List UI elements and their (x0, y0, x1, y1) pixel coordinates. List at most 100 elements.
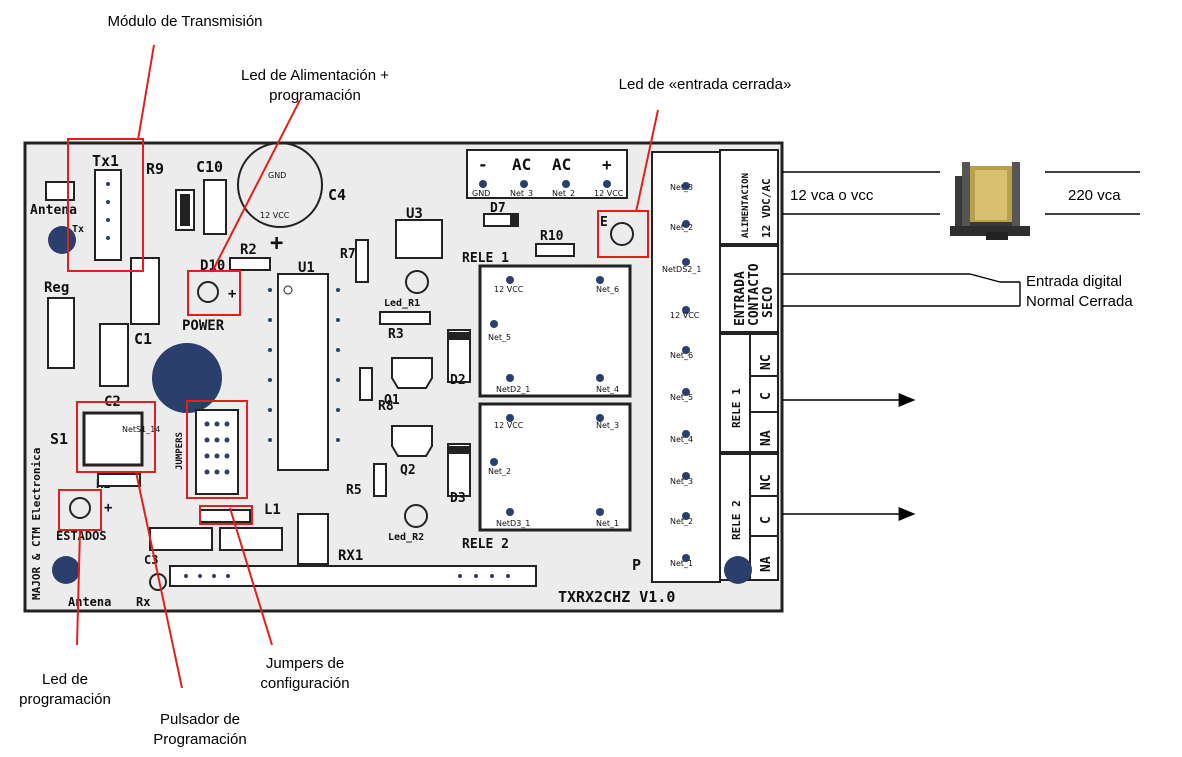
ac-connector (466, 149, 628, 199)
silkscreen-label: Led_R1 (384, 298, 420, 309)
led-r1 (405, 270, 429, 294)
silkscreen-label: AC (512, 155, 531, 174)
capacitor-c4 (237, 142, 323, 228)
silkscreen-label: 12 VCC (494, 421, 524, 430)
silkscreen-label: - (478, 155, 488, 174)
silkscreen-label: Net_6 (670, 351, 693, 360)
rx1-header (169, 565, 537, 587)
silkscreen-label: C10 (196, 158, 223, 176)
silkscreen-label: Rx (136, 595, 150, 609)
silkscreen-label: + (228, 286, 236, 302)
silkscreen-label: + (270, 231, 283, 256)
silkscreen-label: NetD3_1 (496, 519, 530, 528)
diode-d2 (447, 329, 471, 383)
silkscreen-label: Net_5 (670, 393, 693, 402)
silkscreen-label: Net_3 (670, 477, 693, 486)
led-power (197, 281, 219, 303)
silkscreen-label: Net_1 (670, 559, 693, 568)
silkscreen-label: + (602, 155, 612, 174)
silkscreen-label: Net_3 (510, 189, 533, 198)
silkscreen-label: Net_4 (596, 385, 619, 394)
label-c1: C (759, 392, 774, 400)
silkscreen-label: Net_1 (596, 519, 619, 528)
silkscreen-label: POWER (182, 318, 225, 334)
silkscreen-label: Tx (72, 224, 84, 235)
label-12vca: 12 vca o vcc (790, 187, 874, 204)
silkscreen-label: JUMPERS (175, 432, 185, 470)
silkscreen-label: Antena (68, 595, 111, 609)
silkscreen-label: Net_6 (596, 285, 619, 294)
silkscreen-label: Antena (30, 203, 77, 218)
silkscreen-label: Net_5 (488, 333, 511, 342)
silkscreen-label: R3 (388, 327, 404, 342)
label-na1: NA (759, 430, 774, 446)
relay-1 (478, 264, 632, 398)
silkscreen-label: U1 (298, 260, 315, 276)
label-c2: C (759, 516, 774, 524)
silkscreen-label: U3 (406, 206, 423, 222)
mounting-hole-1 (48, 226, 76, 254)
led-entrada (610, 222, 634, 246)
silkscreen-label: Net_3 (670, 183, 693, 192)
silkscreen-label: P (632, 556, 641, 574)
label-alimentacion: ALIMENTACION (741, 173, 751, 238)
highlight-boxes (58, 138, 649, 531)
silkscreen-label: 12 VCC (494, 285, 524, 294)
silkscreen-label: Net_2 (670, 517, 693, 526)
label-220vca: 220 vca (1068, 187, 1121, 204)
mounting-hole-3 (724, 556, 752, 584)
transistor-q2 (391, 425, 433, 457)
silkscreen-label: C4 (328, 186, 346, 204)
mounting-hole-2 (52, 556, 80, 584)
maker-label: MAJOR & CTM Electronica (30, 448, 43, 600)
silkscreen-label: Net_2 (670, 223, 693, 232)
silkscreen-label: Reg (44, 280, 69, 296)
silkscreen-label: R2 (240, 242, 257, 258)
silkscreen-label: + (104, 500, 112, 516)
callout-led-entrada: Led de «entrada cerrada» (618, 76, 792, 93)
silkscreen-label: NetD2_1 (496, 385, 530, 394)
callout-led-alim: Led de Alimentación +programación (240, 67, 390, 104)
silkscreen-label: Q2 (400, 463, 416, 478)
buzzer (152, 343, 222, 413)
silkscreen-label: GND (472, 189, 490, 198)
silkscreen-label: Net_4 (670, 435, 693, 444)
model-label: TXRX2CHZ V1.0 (558, 588, 675, 606)
u1-chip (277, 273, 329, 471)
silkscreen-label: D7 (490, 201, 506, 216)
silkscreen-label: RX1 (338, 548, 363, 564)
led-r2 (404, 504, 428, 528)
silkscreen-label: R7 (340, 247, 356, 262)
silkscreen-label: D2 (450, 373, 466, 388)
silkscreen-label: Q1 (384, 393, 400, 408)
transistor-q1 (391, 357, 433, 389)
relay-2 (478, 402, 632, 532)
silkscreen-label: D3 (450, 491, 466, 506)
label-rele2-terminal: RELE 2 (730, 500, 743, 540)
silkscreen-label: C1 (134, 330, 152, 348)
terminal-pins (682, 182, 690, 562)
silkscreen-label: RELE 2 (462, 537, 509, 552)
callout-lines (76, 44, 659, 689)
diode-d3 (447, 443, 471, 497)
silkscreen-label: L1 (264, 502, 281, 518)
silkscreen-label: R10 (540, 229, 564, 244)
silkscreen-label: 12 VCC (670, 311, 700, 320)
label-entrada: ENTRADA (733, 271, 748, 326)
silkscreen-label: E (600, 215, 608, 230)
terminal-entrada (719, 245, 779, 333)
label-rele1-terminal: RELE 1 (730, 388, 743, 428)
silkscreen-label: Net_2 (488, 467, 511, 476)
button-s1 (82, 411, 144, 467)
silkscreen-label: NetDS2_1 (662, 265, 701, 274)
label-nc2: NC (759, 474, 774, 490)
label-seco: SECO (761, 287, 776, 318)
external-wiring (782, 171, 1140, 307)
silkscreen-label: Tx1 (92, 152, 119, 170)
label-na2: NA (759, 556, 774, 572)
